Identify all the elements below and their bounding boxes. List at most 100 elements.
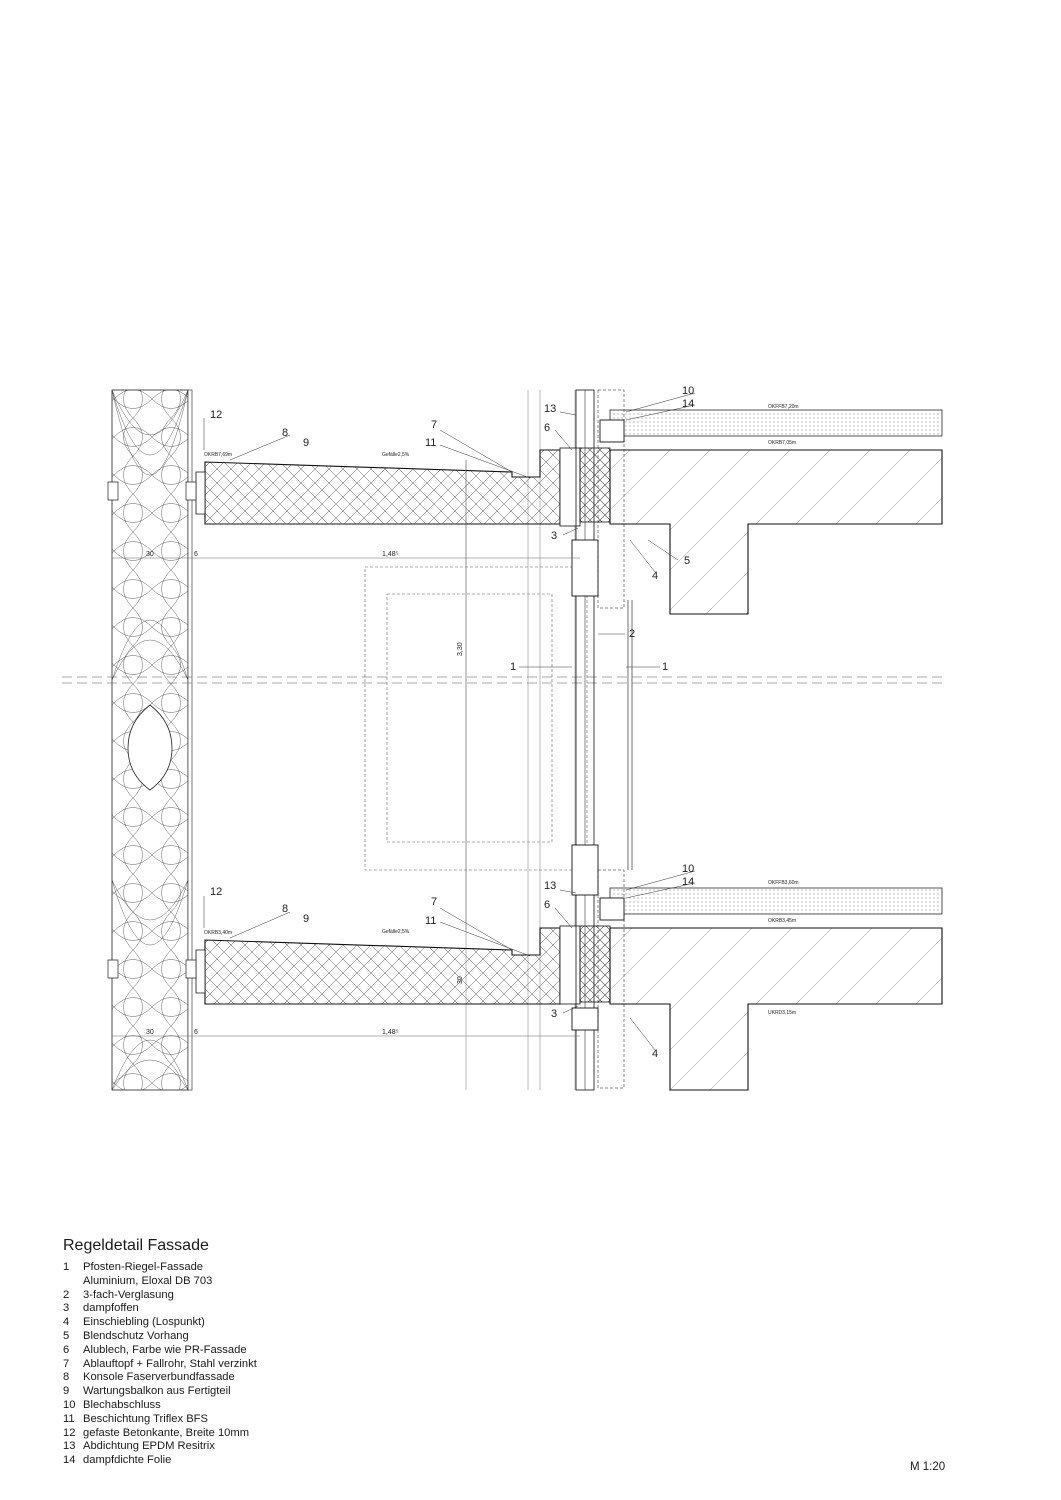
lower-level-okrb-slab: OKRB3,45m	[768, 918, 796, 924]
legend-item: 12 gefaste Betonkante, Breite 10mm	[63, 1427, 257, 1441]
legend-item: 2 3-fach-Verglasung	[63, 1289, 257, 1303]
lower-level-okffb: OKFFB3,60m	[768, 880, 799, 886]
legend-item-number: 3	[63, 1302, 70, 1315]
legend-item-number: 13	[63, 1440, 76, 1453]
legend-list: 1 Pfosten-Riegel-Fassade Aluminium, Eloxa…	[63, 1261, 257, 1468]
legend-item-text: Pfosten-Riegel-Fassade Aluminium, Eloxal…	[83, 1261, 213, 1287]
legend-item: 13 Abdichtung EPDM Resitrix	[63, 1440, 257, 1454]
upper-level-okrb: OKRB7,69m	[204, 452, 232, 458]
curtain-wall-mullion	[571, 389, 633, 1091]
legend-item: 1 Pfosten-Riegel-Fassade Aluminium, Eloxa…	[63, 1261, 257, 1289]
callout-10-upper: 10	[682, 385, 694, 397]
section-break-line	[62, 676, 942, 684]
callout-8-lower: 8	[282, 903, 288, 915]
legend-item: 6 Alublech, Farbe wie PR-Fassade	[63, 1344, 257, 1358]
legend-item-text: Abdichtung EPDM Resitrix	[83, 1440, 215, 1453]
callout-14-upper: 14	[682, 398, 694, 410]
callout-3-upper: 3	[551, 530, 557, 542]
legend-item-text: Konsole Faserverbundfassade	[83, 1371, 235, 1384]
legend: Regeldetail Fassade 1 Pfosten-Riegel-Fass…	[63, 1237, 257, 1468]
legend-item-number: 5	[63, 1329, 70, 1342]
legend-item-number: 7	[63, 1357, 70, 1370]
legend-item-number: 10	[63, 1398, 76, 1411]
legend-item: 7 Ablauftopf + Fallrohr, Stahl verzinkt	[63, 1358, 257, 1372]
callout-2: 2	[629, 628, 635, 640]
upper-level-okrb-slab: OKRB7,05m	[768, 440, 796, 446]
callout-13-upper: 13	[544, 403, 556, 415]
lower-level-ukrd: UKRD3,15m	[768, 1010, 796, 1016]
scale-label: M 1:20	[910, 1461, 946, 1473]
legend-item: 9 Wartungsbalkon aus Fertigteil	[63, 1385, 257, 1399]
callout-6-lower: 6	[544, 899, 550, 911]
legend-item: 10 Blechabschluss	[63, 1399, 257, 1413]
dimension-lines	[112, 460, 580, 1037]
legend-item-text: Blechabschluss	[83, 1398, 161, 1411]
legend-item: 4 Einschiebling (Lospunkt)	[63, 1316, 257, 1330]
drawing-title: Regeldetail Fassade	[63, 1237, 209, 1254]
legend-item-text: gefaste Betonkante, Breite 10mm	[83, 1426, 250, 1439]
callout-1-left: 1	[510, 661, 516, 673]
upper-dim-148: 1,48⁵	[382, 551, 399, 558]
callout-12-lower: 12	[210, 886, 222, 898]
lower-level-okrb: OKRB3,40m	[204, 930, 232, 936]
legend-item-text: Ablauftopf + Fallrohr, Stahl verzinkt	[83, 1357, 257, 1370]
upper-gefaelle: Gefälle2,5%	[382, 452, 410, 458]
callout-12-upper: 12	[210, 409, 222, 421]
legend-item-number: 9	[63, 1385, 70, 1398]
legend-item: 5 Blendschutz Vorhang	[63, 1330, 257, 1344]
legend-item-number: 12	[63, 1426, 76, 1439]
legend-item-number: 4	[63, 1316, 70, 1329]
legend-item-number: 14	[63, 1454, 76, 1467]
legend-item-text: dampfoffen	[83, 1302, 139, 1315]
callout-9-lower: 9	[303, 913, 309, 925]
legend-item-number: 2	[63, 1288, 70, 1301]
callout-6-upper: 6	[544, 422, 550, 434]
callout-7-lower: 7	[431, 896, 437, 908]
lower-dim-148: 1,48⁵	[382, 1029, 399, 1036]
legend-item: 11 Beschichtung Triflex BFS	[63, 1413, 257, 1427]
legend-item-text: Blendschutz Vorhang	[83, 1329, 189, 1342]
legend-item: 3 dampfoffen	[63, 1302, 257, 1316]
callout-1-right: 1	[662, 661, 668, 673]
legend-item-text: 3-fach-Verglasung	[83, 1288, 174, 1301]
callout-4-lower: 4	[652, 1048, 658, 1060]
legend-item-number: 6	[63, 1343, 70, 1356]
callout-9-upper: 9	[303, 437, 309, 449]
lower-dim-30: 30	[146, 1029, 154, 1036]
legend-item-text: Beschichtung Triflex BFS	[83, 1412, 208, 1425]
upper-dim-30: 30	[146, 551, 154, 558]
legend-item-number: 11	[63, 1412, 75, 1425]
callout-4-upper: 4	[652, 570, 658, 582]
callout-7-upper: 7	[431, 419, 437, 431]
dim-330: 3,30	[457, 642, 464, 656]
legend-item: 8 Konsole Faserverbundfassade	[63, 1371, 257, 1385]
callout-10-lower: 10	[682, 863, 694, 875]
lower-slab	[579, 887, 943, 1091]
lower-dim-6: 6	[194, 1029, 198, 1036]
upper-slab	[579, 409, 943, 615]
callout-11-lower: 11	[425, 915, 436, 927]
legend-item-text: dampfdichte Folie	[83, 1454, 172, 1467]
upper-balcony	[107, 447, 581, 527]
legend-item-text: Wartungsbalkon aus Fertigteil	[83, 1385, 231, 1398]
legend-item-text: Einschiebling (Lospunkt)	[83, 1316, 205, 1329]
callout-13-lower: 13	[544, 880, 556, 892]
upper-level-okffb: OKFFB7,20m	[768, 404, 799, 410]
fibre-facade-screen	[111, 389, 193, 1091]
lower-gefaelle: Gefälle2,5%	[382, 929, 410, 935]
callout-14-lower: 14	[682, 876, 694, 888]
leader-lines	[203, 392, 696, 1051]
window-opening-outline	[364, 566, 588, 871]
callout-8-upper: 8	[282, 427, 288, 439]
legend-item-text: Alublech, Farbe wie PR-Fassade	[83, 1343, 247, 1356]
callout-11-upper: 11	[425, 437, 436, 449]
lower-dim-30-vertical: 30	[457, 976, 464, 984]
upper-dim-6: 6	[194, 551, 198, 558]
legend-item-number: 8	[63, 1371, 70, 1384]
legend-item: 14 dampfdichte Folie	[63, 1454, 257, 1468]
legend-item-number: 1	[63, 1261, 70, 1273]
callout-5: 5	[684, 555, 690, 567]
lower-balcony	[107, 925, 581, 1005]
callout-3-lower: 3	[551, 1008, 557, 1020]
facade-detail-drawing: OKRB7,69m Gefälle2,5% OKFFB7,20m OKRB7,0…	[62, 385, 943, 1091]
